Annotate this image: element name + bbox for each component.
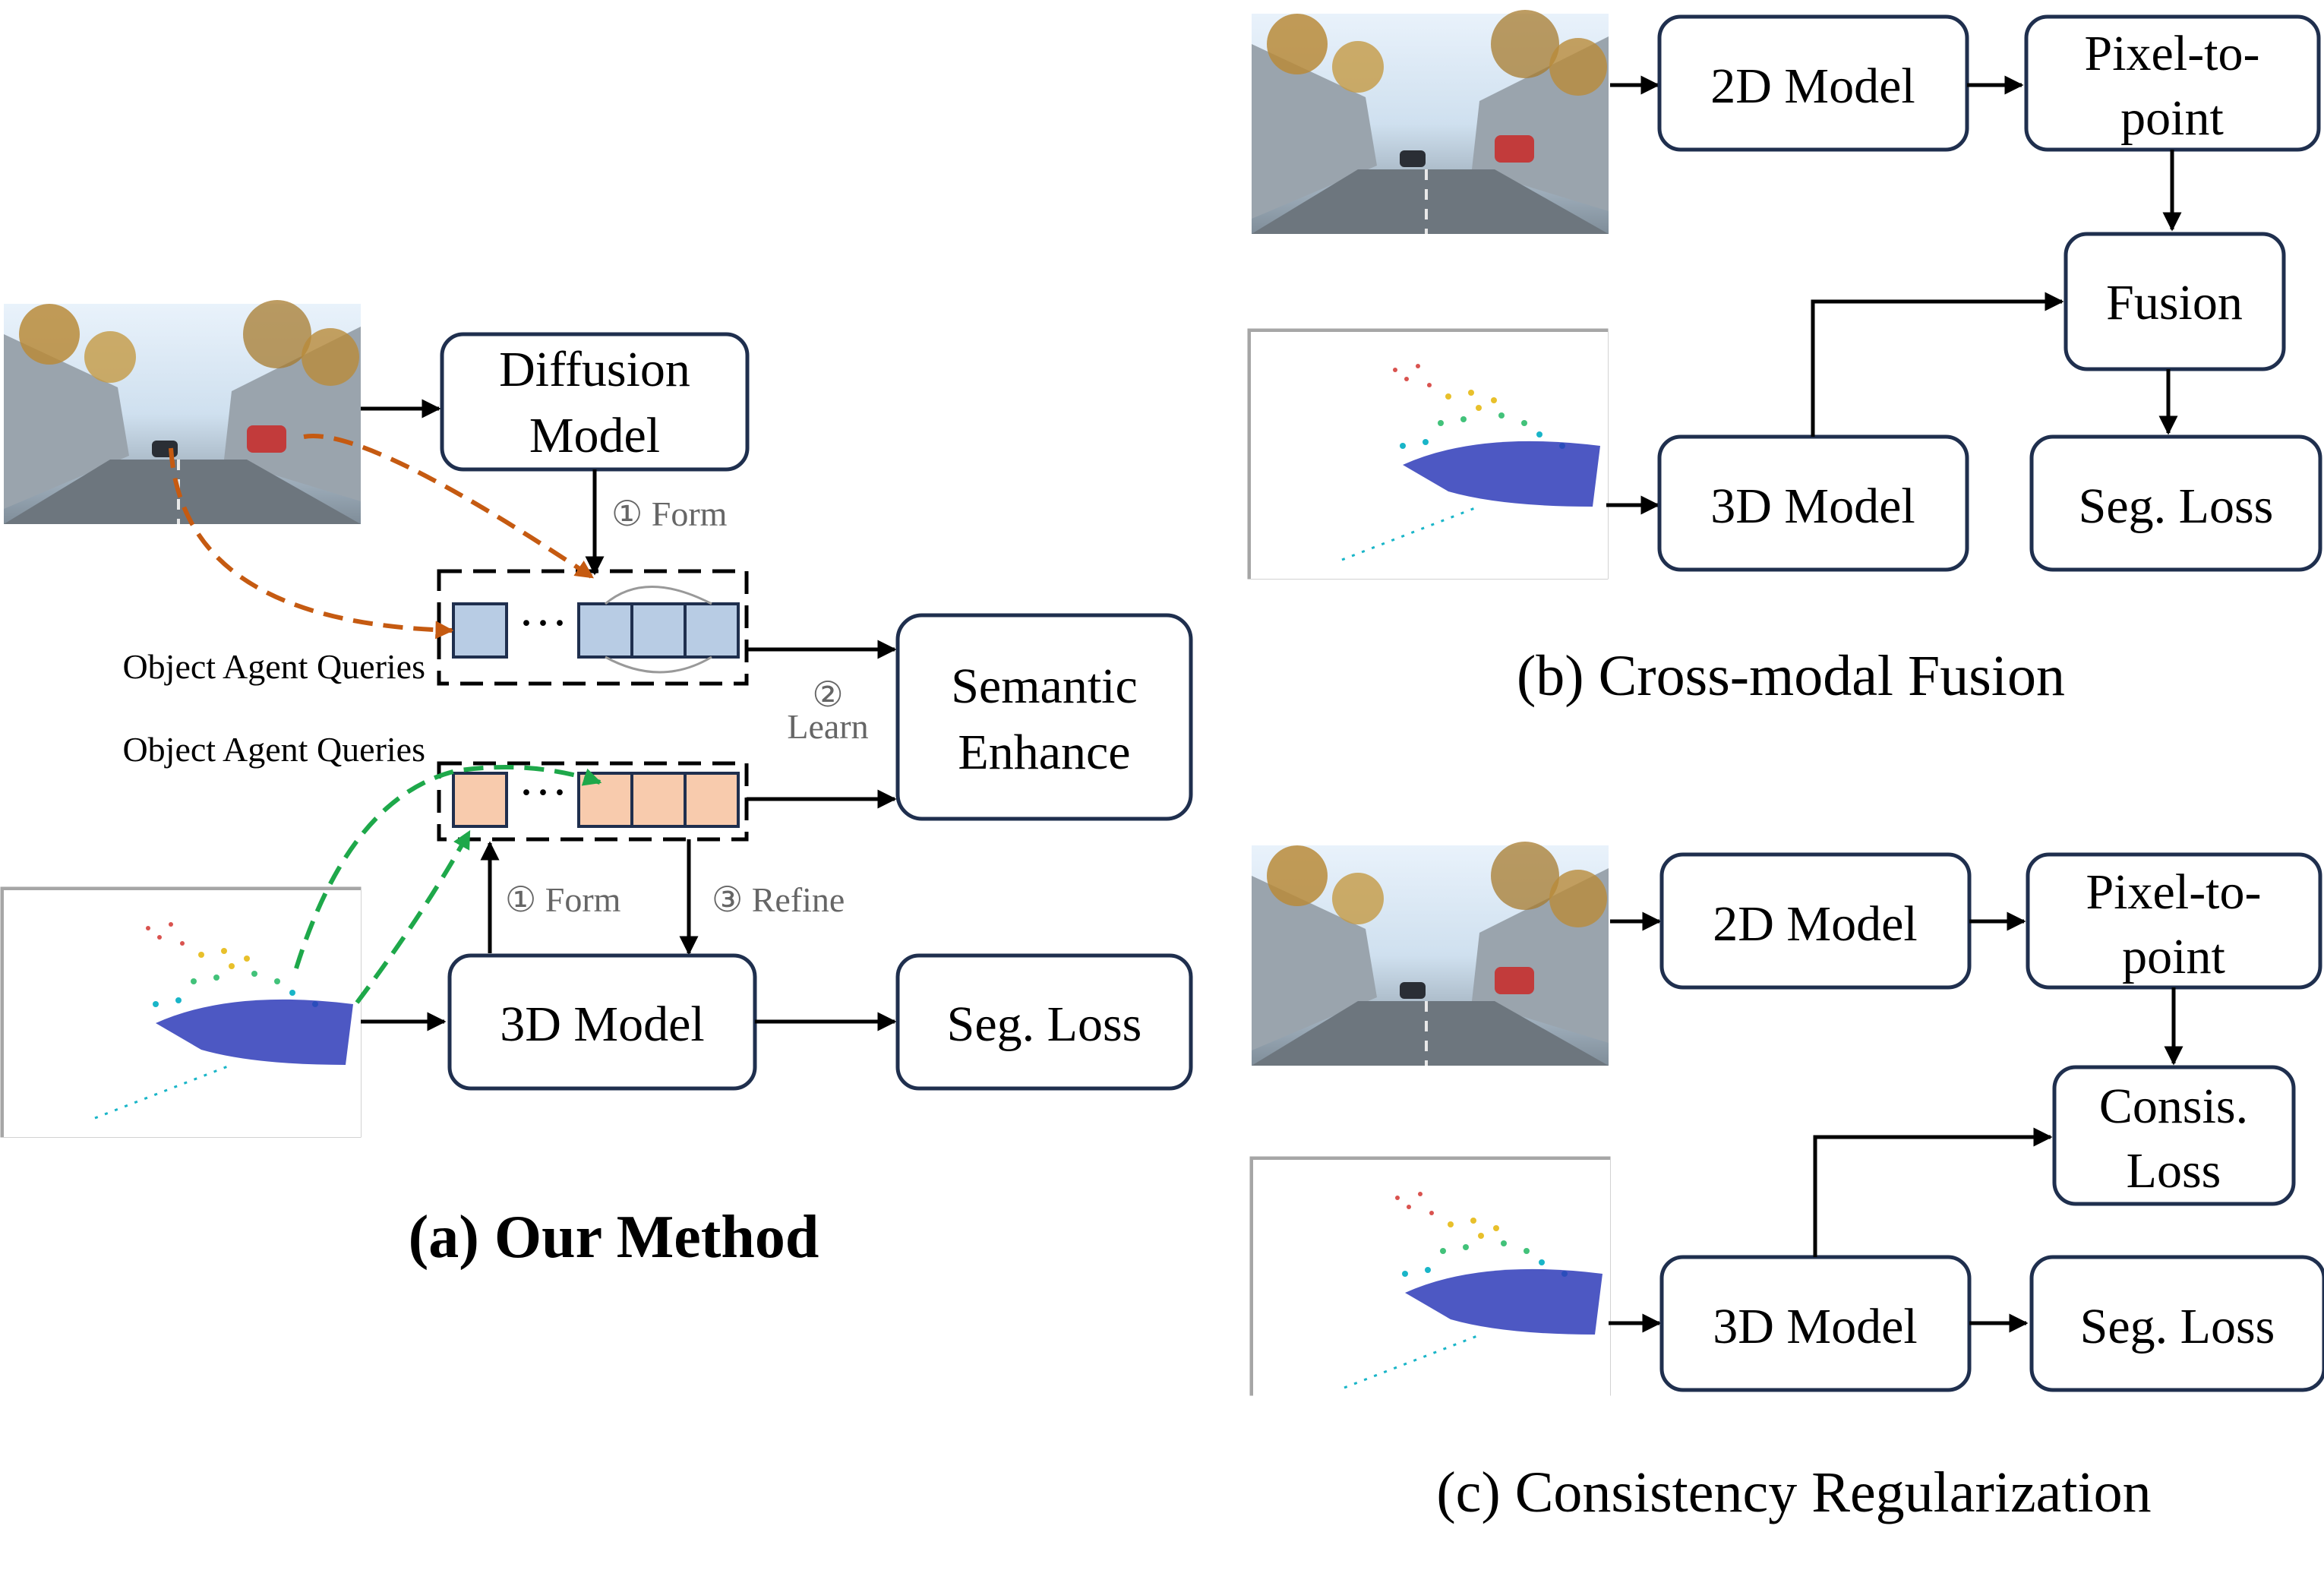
panel-our-method: Diffusion Model ① Form ··· Object Agent … [0,299,1193,1271]
fusion-label: Fusion [2106,275,2243,330]
pixel-to-point-label-1: Pixel-to- [2086,864,2262,920]
seg-loss-label: Seg. Loss [2080,1299,2275,1354]
road-scene-image [2,299,362,526]
step-learn-label: Learn [787,707,868,746]
queries-bottom-label: Object Agent Queries [122,730,425,769]
road-scene-image [1250,8,1610,235]
caption-consistency-regularization: (c) Consistency Regularization [1436,1461,2151,1524]
seg-loss-label: Seg. Loss [947,997,1142,1052]
pixel-to-point-label-2: point [2122,929,2225,984]
semantic-enhance-label-1: Semantic [951,659,1138,714]
orange-dashed-link-2 [169,447,454,640]
model-2d-label: 2D Model [1713,896,1917,952]
orange-dashed-link-1 [303,434,594,580]
panel-consistency-regularization: 2D Model Pixel-to- point Consis. Loss 3D… [1249,840,2324,1524]
step-form-lower-label: ① Form [505,880,621,919]
consis-loss-box [2052,1065,2296,1206]
fusion-box [2063,232,2286,371]
orange-query-cell [452,772,508,828]
blue-query-cell [684,602,740,659]
road-scene-image [1250,840,1610,1067]
diffusion-model-label-2: Model [529,408,660,463]
semantic-enhance-box [895,613,1193,821]
queries-top-label: Object Agent Queries [122,647,425,686]
lidar-point-cloud-image [2,889,362,1139]
green-dashed-link-2 [355,829,472,1004]
model-3d-label: 3D Model [1713,1299,1917,1354]
consis-loss-label-1: Consis. [2099,1079,2248,1134]
consis-loss-label-2: Loss [2127,1143,2221,1199]
step-learn-number: ② [812,675,843,714]
blue-query-cell [630,602,687,659]
arrow-3d-to-consis [1813,1127,2053,1257]
lidar-point-cloud-image [1249,330,1609,580]
pixel-to-point-label-2: point [2120,90,2224,146]
seg-loss-label: Seg. Loss [2079,479,2274,534]
seg-loss-box [2029,1255,2324,1392]
orange-query-cell [684,772,740,828]
diffusion-model-label-1: Diffusion [499,342,690,397]
caption-our-method: (a) Our Method [409,1204,819,1271]
semantic-enhance-label-2: Enhance [958,725,1130,780]
blue-query-cell [577,602,633,659]
seg-loss-box [895,953,1193,1091]
query-relations [605,586,712,674]
arrow-3d-to-fusion [1811,292,2064,437]
panel-cross-modal-fusion: 2D Model Pixel-to- point Fusion 3D Model… [1247,8,2322,708]
step-form-label: ① Form [611,494,728,533]
lidar-point-cloud-image [1252,1158,1612,1408]
orange-query-cell [577,772,633,828]
orange-query-cell [630,772,687,828]
green-dashed-link-1 [294,765,602,969]
orange-queries-group [437,761,749,842]
seg-loss-box [2029,434,2322,572]
pixel-to-point-label-1: Pixel-to- [2085,26,2260,81]
model-3d-label: 3D Model [500,997,704,1052]
blue-query-cell [452,602,508,659]
model-2d-label: 2D Model [1710,58,1915,114]
blue-ellipsis: ··· [518,595,568,651]
caption-cross-modal-fusion: (b) Cross-modal Fusion [1517,644,2065,708]
step-refine-label: ③ Refine [712,880,845,919]
model-3d-label: 3D Model [1710,479,1915,534]
